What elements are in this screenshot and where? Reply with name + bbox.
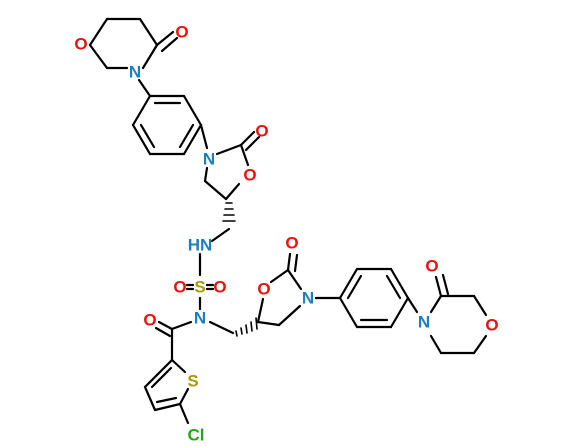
bond: [240, 327, 243, 335]
bond: [389, 267, 410, 300]
bond: [153, 402, 182, 412]
atom-o-morpholinone-ring-top: O: [74, 35, 87, 54]
bond: [139, 123, 156, 149]
bond: [203, 179, 228, 201]
atom-n-oxazolidinone-top: N: [203, 150, 215, 169]
atom-labels: O O N N O O HN S O O N O S Cl O O N N O …: [74, 23, 498, 445]
bond: [277, 304, 302, 327]
bond: [244, 135, 261, 152]
atom-s-thiophene: S: [187, 372, 198, 391]
bond: [208, 320, 235, 335]
atom-o-sulfonyl-left: O: [173, 278, 186, 297]
atom-n-oxazolidinone-bottom: N: [302, 289, 314, 308]
bond: [170, 358, 187, 374]
bond: [199, 123, 209, 150]
atom-o-oxazolidinone-keto-top: O: [255, 122, 268, 141]
bond: [255, 317, 258, 330]
bond: [154, 326, 172, 338]
bond: [385, 274, 402, 300]
bond: [178, 123, 195, 149]
bond: [143, 358, 174, 389]
bond: [441, 273, 450, 296]
atom-o-morpholinone-keto-bottom: O: [425, 257, 438, 276]
bond: [178, 387, 190, 406]
bond: [286, 252, 292, 272]
atom-s-sulfonyl: S: [194, 278, 205, 297]
bond: [389, 296, 410, 329]
bond: [429, 334, 443, 355]
atom-cl: Cl: [188, 426, 205, 445]
atom-o-amide: O: [143, 311, 156, 330]
bond: [137, 78, 152, 98]
bond: [286, 268, 303, 291]
bond: [256, 297, 265, 324]
bond: [235, 330, 238, 337]
atom-o-oxazolidinone-keto-bottom: O: [285, 234, 298, 253]
bonds: [88, 17, 488, 425]
bond: [178, 402, 190, 425]
bond: [88, 43, 109, 70]
bond: [269, 268, 290, 284]
bond: [182, 94, 203, 127]
bond: [250, 321, 253, 332]
bond: [215, 143, 243, 156]
bond: [157, 320, 174, 331]
bond: [160, 36, 179, 53]
bond: [472, 294, 488, 317]
bond: [170, 320, 193, 331]
atom-o-sulfonyl-right: O: [213, 278, 226, 297]
bond: [406, 296, 419, 314]
bond: [155, 30, 175, 47]
bond: [293, 253, 299, 273]
bond: [210, 227, 231, 243]
bond: [224, 182, 241, 201]
bond: [239, 143, 250, 167]
bond: [434, 275, 443, 298]
atom-o-morpholinone-ring-bottom: O: [485, 316, 498, 335]
bond: [155, 396, 178, 404]
bond: [182, 123, 203, 156]
atom-n-sulfamide: N: [194, 309, 206, 328]
bond: [338, 296, 359, 329]
bond: [256, 320, 281, 327]
bond: [203, 166, 209, 183]
bond: [346, 274, 363, 300]
atom-o-oxazolidinone-ring-bottom: O: [257, 280, 270, 299]
bond: [239, 130, 256, 147]
bond: [88, 17, 109, 47]
bond: [143, 385, 157, 412]
bond: [138, 17, 159, 47]
atom-o-oxazolidinone-ring-top: O: [243, 166, 256, 185]
bond: [472, 334, 488, 355]
atom-nh-sulfamide: HN: [188, 236, 213, 255]
bond: [131, 94, 152, 127]
atom-n-morpholinone-top: N: [129, 63, 141, 82]
bond: [338, 267, 359, 300]
atom-o-morpholinone-keto-top: O: [175, 23, 188, 42]
bond: [141, 43, 159, 70]
bond: [131, 123, 152, 156]
atom-n-morpholinone-bottom: N: [418, 313, 430, 332]
bond: [150, 366, 173, 389]
bond: [245, 324, 248, 334]
bond: [429, 294, 443, 314]
